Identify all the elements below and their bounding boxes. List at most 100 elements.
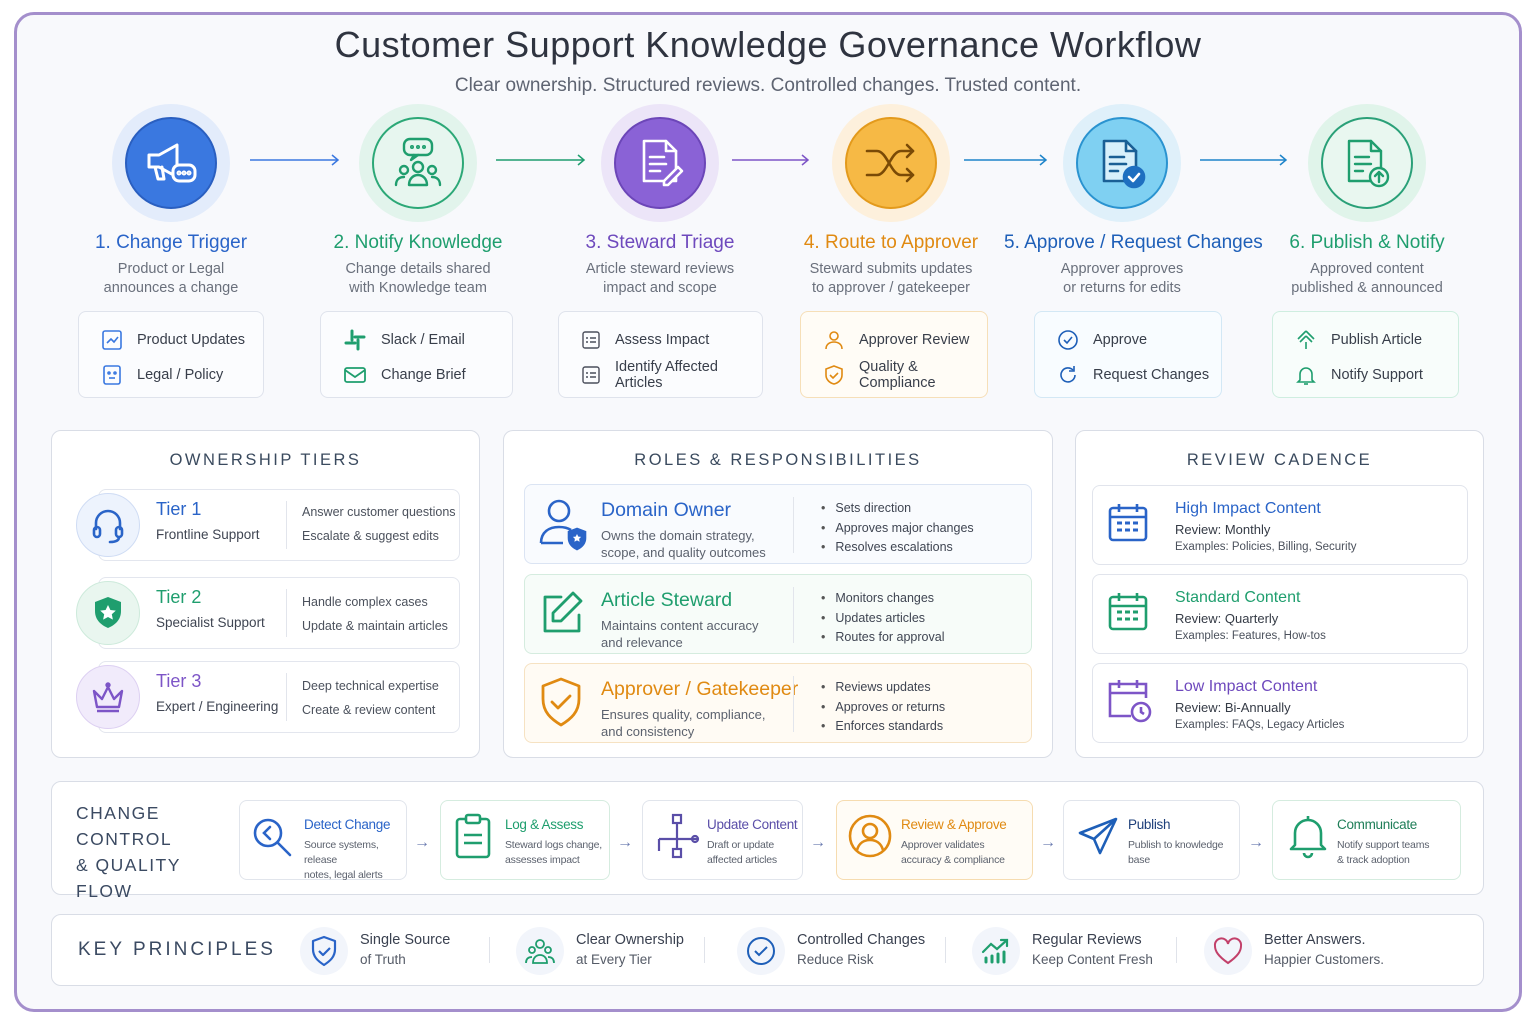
bell-icon	[1296, 366, 1316, 385]
panel-title: REVIEW CADENCE	[1186, 451, 1373, 469]
role-desc: and consistency	[601, 724, 695, 739]
role-desc: scope, and quality outcomes	[601, 545, 766, 560]
flow-title: & QUALITY	[76, 855, 181, 875]
flow-step-desc: Steward logs change,	[505, 839, 602, 851]
role-article-steward: Article Steward Maintains content accura…	[524, 574, 1032, 654]
arrow-right-icon	[732, 154, 810, 166]
page-subtitle: Clear ownership. Structured reviews. Con…	[454, 75, 1082, 96]
document-check-icon	[1076, 117, 1168, 209]
role-desc: Owns the domain strategy,	[601, 528, 755, 543]
cadence-low-impact: Low Impact Content Review: Bi-Annually E…	[1092, 663, 1468, 743]
step-title: 1. Change Trigger	[94, 232, 248, 253]
flow-step-name: Review & Approve	[901, 817, 1007, 832]
tier-desc: Deep technical expertise	[302, 679, 439, 693]
tier-desc: Escalate & suggest edits	[302, 529, 439, 543]
person-icon	[825, 330, 843, 349]
arrow-right-icon: →	[1040, 834, 1056, 851]
cadence-examples: Examples: Policies, Billing, Security	[1175, 541, 1357, 553]
slack-icon	[344, 329, 366, 350]
tier-subtitle: Frontline Support	[156, 527, 260, 542]
role-bullet: Reviews updates	[821, 678, 945, 698]
tier-2-card: Tier 2 Specialist Support Handle complex…	[76, 577, 460, 649]
shield-star-icon	[76, 581, 140, 645]
step-desc: Steward submits updates	[809, 261, 973, 277]
step-steward-triage: 3. Steward Triage Article steward review…	[542, 104, 778, 298]
key-principles: KEY PRINCIPLES Single Source of Truth Cl…	[51, 914, 1484, 986]
step-desc: to approver / gatekeeper	[812, 280, 970, 296]
item-publish-article[interactable]: Publish Article	[1331, 331, 1423, 348]
item-assess-impact[interactable]: Assess Impact	[615, 331, 710, 348]
tier-name: Tier 2	[156, 587, 202, 607]
flow-log-assess: Log & Assess Steward logs change,assesse…	[440, 800, 610, 880]
arrow-right-icon: →	[414, 834, 430, 851]
step-desc: or returns for edits	[1063, 280, 1181, 296]
item-legal-policy[interactable]: Legal / Policy	[137, 366, 224, 383]
flow-step-desc: Notify support teams	[1337, 839, 1430, 851]
trend-chart-icon	[972, 927, 1020, 975]
tier-desc: Answer customer questions	[302, 505, 456, 519]
check-circle-icon	[1058, 329, 1078, 350]
team-chat-icon	[372, 117, 464, 209]
step-desc: Change details shared	[345, 261, 491, 277]
step-desc: impact and scope	[603, 280, 717, 296]
flow-step-desc: Source systems, release	[304, 839, 379, 866]
flow-step-desc: affected articles	[707, 854, 777, 866]
step-title: 3. Steward Triage	[585, 232, 735, 253]
document-edit-icon	[614, 117, 706, 209]
flow-step-name: Communicate	[1337, 817, 1417, 832]
cadence-examples: Examples: Features, How-tos	[1175, 630, 1326, 642]
step-desc: Approver approves	[1060, 261, 1184, 277]
cadence-review: Review: Bi-Annually	[1175, 700, 1291, 715]
step-title: 2. Notify Knowledge	[333, 232, 503, 253]
item-approve[interactable]: Approve	[1093, 331, 1148, 348]
cadence-examples: Examples: FAQs, Legacy Articles	[1175, 719, 1345, 731]
step-5-items: Approve Request Changes	[1034, 311, 1222, 398]
role-bullet: Approves major changes	[821, 519, 973, 539]
item-quality-compliance[interactable]: Quality & Compliance	[859, 358, 936, 391]
item-slack-email[interactable]: Slack / Email	[381, 331, 465, 348]
item-product-updates[interactable]: Product Updates	[137, 331, 246, 348]
tier-subtitle: Expert / Engineering	[156, 699, 279, 714]
item-approver-review[interactable]: Approver Review	[859, 331, 970, 348]
cadence-name: High Impact Content	[1175, 500, 1321, 517]
tier-name: Tier 1	[156, 499, 202, 519]
principle-line: Happier Customers.	[1264, 952, 1385, 967]
step-3-items: Assess Impact Identify Affected Articles	[558, 311, 763, 398]
arrow-right-icon: →	[1248, 834, 1264, 851]
item-identify-articles[interactable]: Identify Affected Articles	[615, 358, 718, 391]
document-upload-icon	[1321, 117, 1413, 209]
item-request-changes[interactable]: Request Changes	[1093, 366, 1210, 383]
item-notify-support[interactable]: Notify Support	[1331, 366, 1423, 383]
shield-check-icon	[825, 364, 843, 385]
cadence-high-impact: High Impact Content Review: Monthly Exam…	[1092, 485, 1468, 565]
person-badge-icon	[539, 499, 587, 551]
principle-line: Reduce Risk	[797, 952, 874, 967]
role-bullet: Enforces standards	[821, 717, 945, 737]
principle-line: Regular Reviews	[1032, 932, 1142, 948]
principle-line: Controlled Changes	[797, 932, 926, 948]
cadence-standard: Standard Content Review: Quarterly Examp…	[1092, 574, 1468, 654]
principle-line: Better Answers.	[1264, 932, 1366, 948]
team-icon	[516, 927, 564, 975]
step-desc: Product or Legal	[117, 261, 225, 277]
refresh-icon	[1060, 365, 1076, 383]
step-desc: Approved content	[1310, 261, 1424, 277]
roles-panel: ROLES & RESPONSIBILITIES Domain Owner Ow…	[503, 430, 1053, 758]
item-change-brief[interactable]: Change Brief	[381, 366, 466, 383]
arrow-right-icon	[250, 154, 340, 166]
tier-name: Tier 3	[156, 671, 202, 691]
checklist-icon	[582, 365, 600, 384]
chart-icon	[102, 329, 122, 350]
mail-icon	[344, 366, 366, 383]
flow-step-desc: & track adoption	[1337, 854, 1410, 866]
step-desc: with Knowledge team	[349, 280, 487, 296]
calendar-clock-icon	[1108, 680, 1152, 723]
role-bullet: Resolves escalations	[821, 538, 974, 558]
shield-check-icon	[300, 927, 348, 975]
tier-desc: Create & review content	[302, 703, 436, 717]
